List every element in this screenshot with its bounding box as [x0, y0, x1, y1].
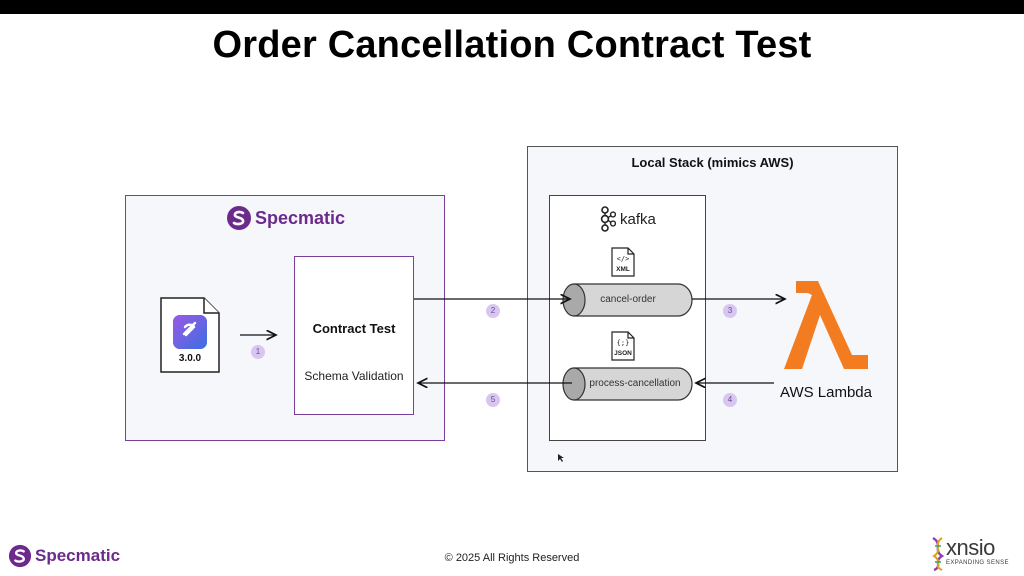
svg-text:{;}: {;} [617, 339, 630, 347]
specmatic-brand: Specmatic [226, 205, 345, 231]
kafka-brand: kafka [598, 206, 656, 232]
xml-format-label: XML [616, 266, 630, 273]
footer-specmatic-name: Specmatic [35, 546, 121, 565]
spec-file-icon [160, 297, 220, 373]
local-stack-title: Local Stack (mimics AWS) [631, 155, 794, 170]
xml-doc-icon: </> XML [611, 247, 635, 277]
top-black-bar [0, 0, 1024, 14]
footer-specmatic-logo-icon [8, 544, 32, 568]
slide-title: Order Cancellation Contract Test [212, 24, 812, 66]
aws-lambda-label: AWS Lambda [780, 384, 872, 401]
xnsio-name: xnsio [946, 535, 995, 560]
lambda-icon [784, 281, 868, 369]
footer-specmatic-brand: Specmatic [8, 544, 120, 568]
topic-cancel-order-label: cancel-order [600, 294, 656, 305]
specmatic-brand-name: Specmatic [255, 207, 346, 228]
step-badge-4: 4 [723, 393, 737, 407]
topic-cancel-order [562, 283, 693, 317]
kafka-logo-icon [600, 206, 616, 232]
copyright-text: © 2025 All Rights Reserved [444, 552, 580, 564]
step-badge-1: 1 [251, 345, 265, 359]
contract-test-title: Contract Test [312, 321, 396, 336]
kafka-name: kafka [620, 210, 656, 228]
json-format-label: JSON [614, 350, 632, 357]
spec-version: 3.0.0 [178, 353, 202, 364]
xnsio-logo-icon [932, 536, 945, 572]
step-badge-5: 5 [486, 393, 500, 407]
cursor-icon [558, 454, 564, 462]
topic-process-cancellation-label: process-cancellation [589, 378, 681, 389]
json-doc-icon: {;} JSON [611, 331, 635, 361]
specmatic-logo-icon [227, 206, 251, 230]
step-badge-2: 2 [486, 304, 500, 318]
contract-test-subtitle: Schema Validation [304, 369, 404, 383]
topic-process-cancellation [562, 367, 693, 401]
xnsio-tagline: EXPANDING SENSE [946, 560, 1009, 566]
step-badge-3: 3 [723, 304, 737, 318]
svg-text:</>: </> [617, 255, 630, 263]
contract-test-box [294, 256, 414, 415]
